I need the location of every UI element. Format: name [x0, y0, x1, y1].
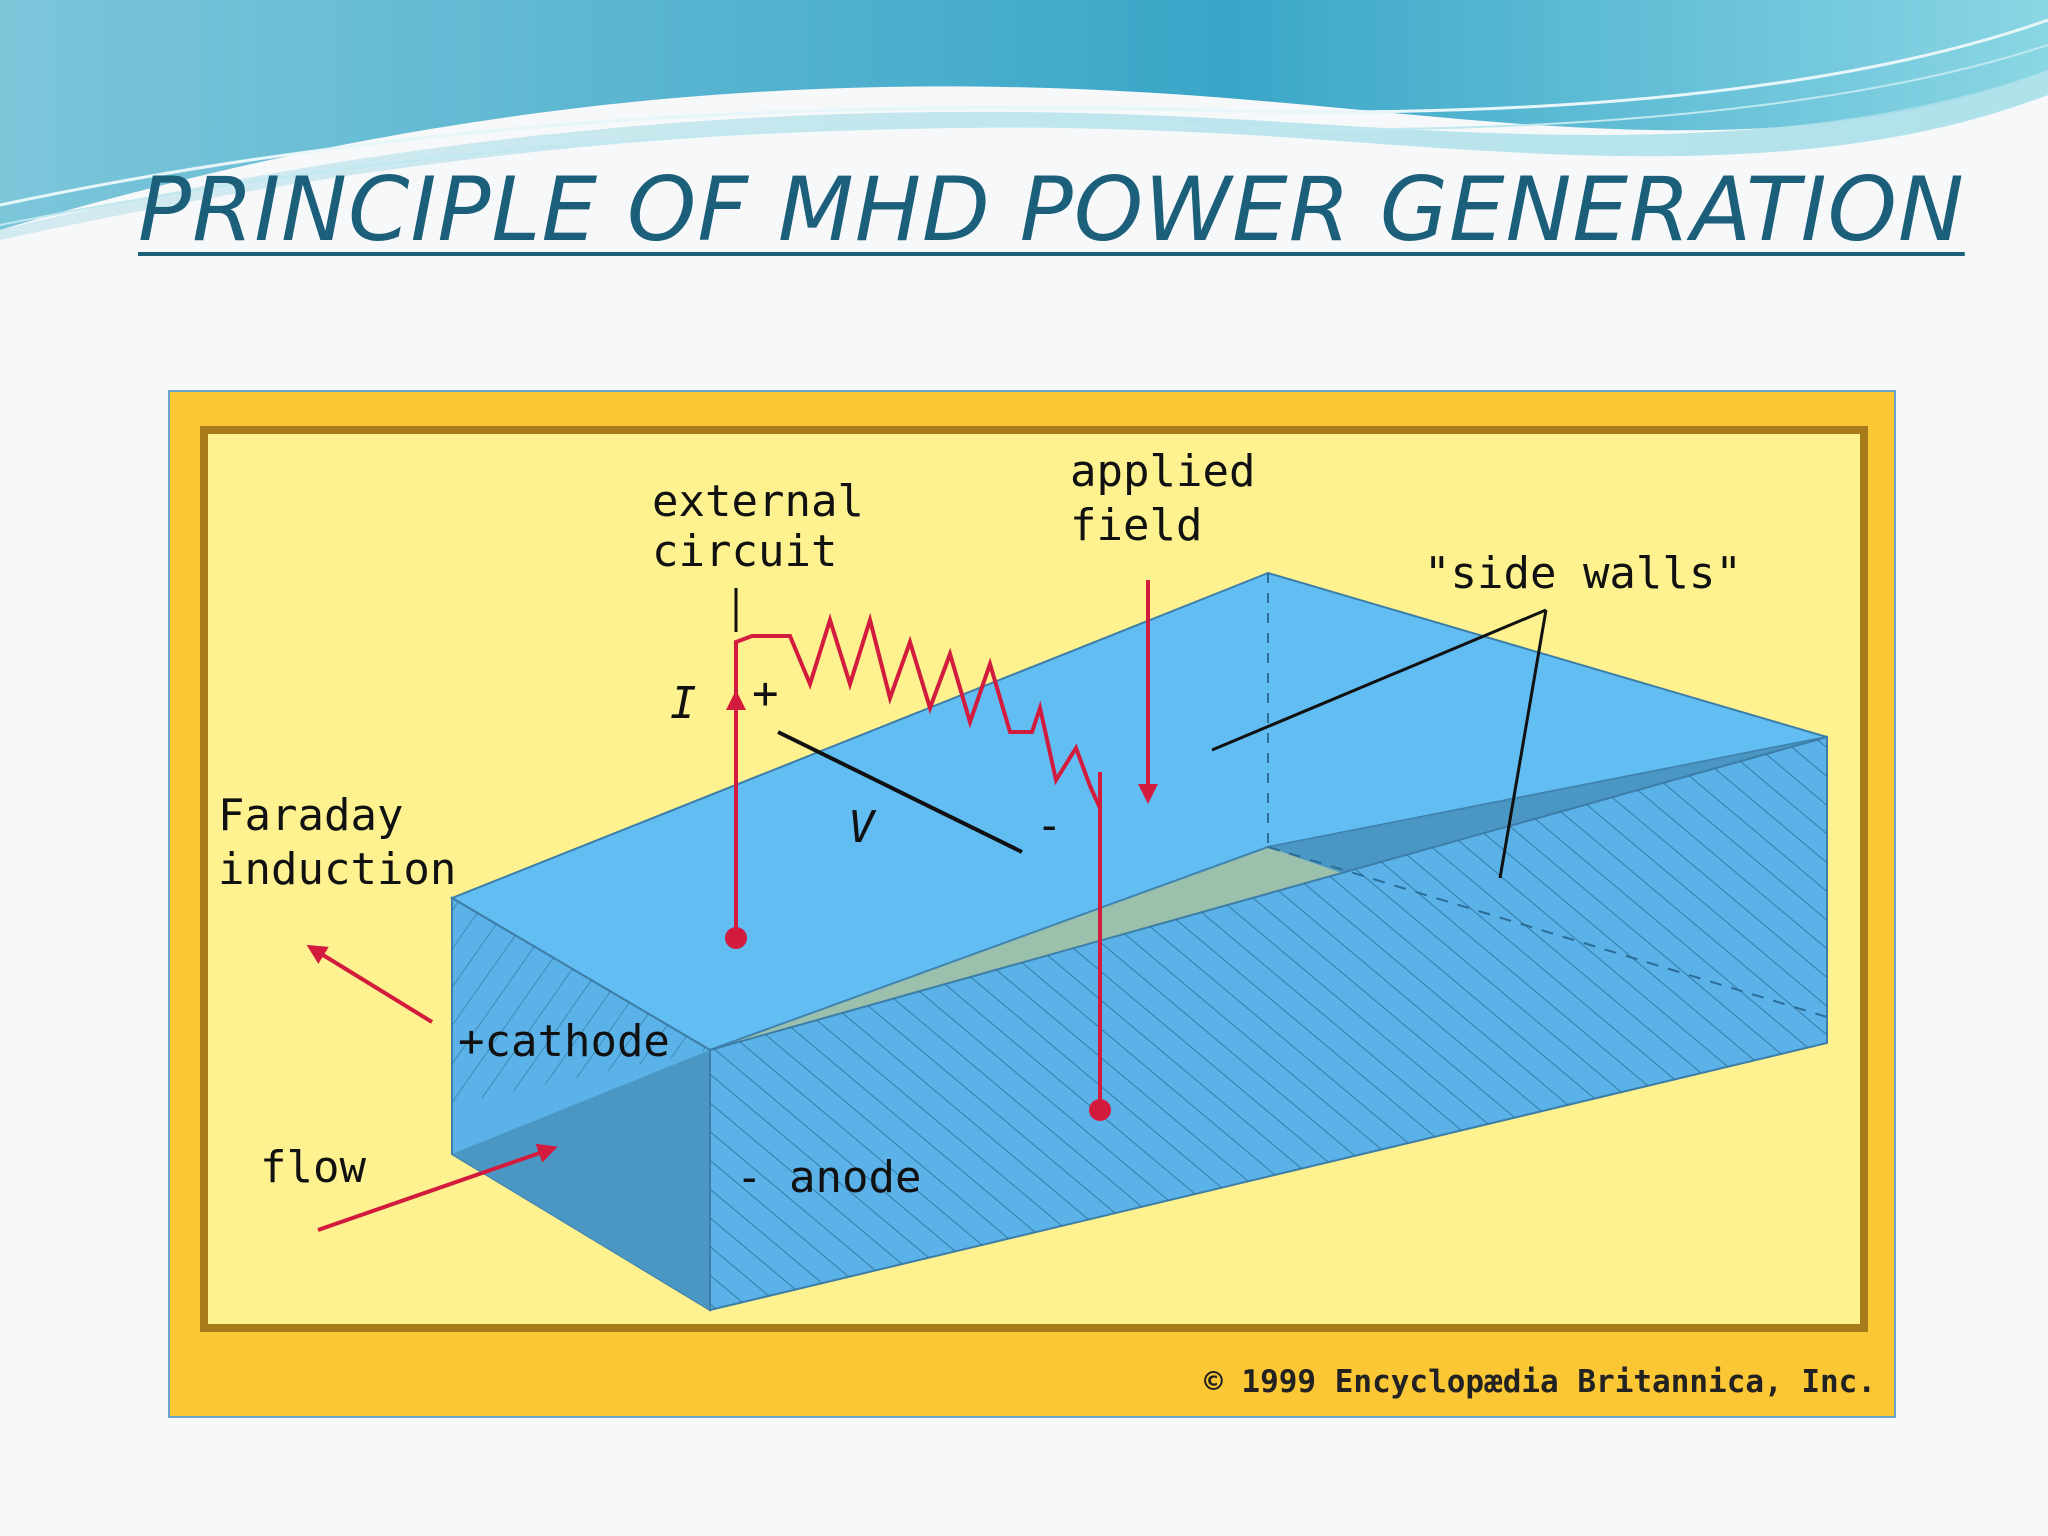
voltage-line	[777, 730, 1023, 854]
label-applied: applied	[1070, 446, 1255, 497]
label-plus: +	[752, 668, 779, 719]
label-minus: -	[1036, 800, 1063, 851]
mhd-diagram-figure: external circuit applied field "side wal…	[168, 390, 1896, 1418]
channel-side-wall-hatch	[710, 737, 1827, 1310]
label-faraday: Faraday	[218, 790, 403, 841]
cathode-contact-dot	[725, 927, 747, 949]
label-voltage: V	[848, 802, 877, 853]
header-wave-decoration	[0, 0, 2048, 240]
label-flow: flow	[260, 1142, 366, 1193]
copyright-notice: © 1999 Encyclopædia Britannica, Inc.	[1204, 1364, 1876, 1400]
faraday-induction-arrow	[306, 944, 434, 1024]
hidden-edge	[1267, 846, 1828, 1018]
label-external: external	[652, 476, 864, 527]
label-circuit: circuit	[652, 526, 837, 577]
label-anode: - anode	[736, 1152, 921, 1203]
channel-end-face-hatch	[452, 898, 710, 1104]
label-field: field	[1070, 500, 1202, 551]
anode-contact-dot	[1089, 1099, 1111, 1121]
label-induction: induction	[218, 844, 456, 895]
flow-arrow	[317, 1143, 558, 1232]
side-walls-leader	[1211, 608, 1547, 752]
slide-title: PRINCIPLE OF MHD POWER GENERATION	[138, 158, 1965, 261]
channel-inlet	[452, 1050, 710, 1310]
side-walls-leader	[1498, 609, 1548, 879]
label-side-walls: "side walls"	[1424, 548, 1742, 599]
label-cathode: +cathode	[458, 1016, 670, 1067]
external-circuit-wire	[734, 612, 1102, 1082]
mhd-channel-diagram: external circuit applied field "side wal…	[200, 426, 1868, 1332]
label-current: I	[670, 678, 697, 729]
